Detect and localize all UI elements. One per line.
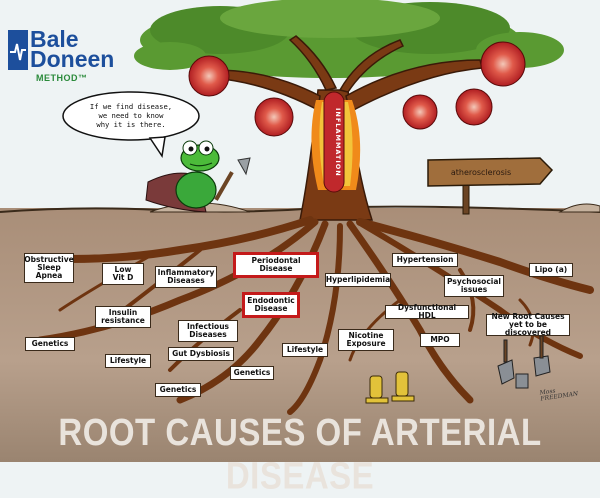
tree-roots: [26, 216, 594, 415]
root-label-genetics-middle: Genetics: [230, 366, 274, 380]
root-label-gut-dysbiosis: Gut Dysbiosis: [168, 347, 234, 361]
root-label-insulin-resistance: Insulin resistance: [95, 306, 151, 328]
logo-line-1: Bale: [30, 26, 79, 52]
root-label-infectious-diseases: Infectious Diseases: [178, 320, 238, 342]
bale-doneen-logo: Bale Doneen METHOD™: [8, 26, 138, 86]
page-title: ROOT CAUSES OF ARTERIAL DISEASE: [58, 410, 542, 497]
microscope-icons: [365, 371, 415, 404]
root-label-lifestyle-right: Lifestyle: [282, 343, 328, 357]
logo-line-3: METHOD™: [36, 73, 88, 83]
root-label-mpo: MPO: [420, 333, 460, 347]
frog-character: [145, 140, 251, 213]
root-label-dysfunctional-hdl: Dysfunctional HDL: [385, 304, 469, 319]
root-label-endodontic-disease: Endodontic Disease: [242, 292, 300, 318]
atherosclerosis-sign: [427, 157, 554, 215]
root-label-nicotine-exposure: Nicotine Exposure: [338, 329, 394, 351]
root-label-obstructive-sleep-apnea: Obstructive Sleep Apnea: [24, 253, 74, 283]
speech-bubble-shape: [62, 91, 200, 159]
ground-line: [0, 205, 600, 213]
root-label-lipo-a: Lipo (a): [529, 263, 573, 277]
dirt-pile-right: [558, 203, 600, 213]
logo-line-2: Doneen: [30, 46, 115, 72]
tree-canopy: [134, 0, 564, 78]
atherosclerosis-label: atherosclerosis: [450, 168, 512, 177]
heartbeat-icon: [8, 30, 28, 70]
root-label-periodontal-disease: Periodontal Disease: [233, 252, 319, 278]
blood-cells: [188, 41, 526, 137]
root-label-new-root-causes: New Root Causes yet to be discovered: [486, 313, 570, 336]
root-label-psychosocial-issues: Psychosocial issues: [444, 275, 504, 297]
root-label-lifestyle-left: Lifestyle: [105, 354, 151, 368]
inflamed-artery: [311, 91, 361, 193]
root-label-genetics-left: Genetics: [25, 337, 75, 351]
root-label-hypertension: Hypertension: [392, 253, 458, 267]
shovel-icons: [497, 335, 551, 389]
root-label-low-vit-d: Low Vit D: [102, 263, 144, 285]
root-label-inflammatory-diseases: Inflammatory Diseases: [155, 266, 217, 288]
root-label-genetics-bottom: Genetics: [155, 383, 201, 397]
speech-bubble-text: If we find disease, we need to know why …: [89, 102, 173, 129]
inflammation-label: INFLAMMATION: [334, 107, 342, 177]
root-label-hyperlipidemia: Hyperlipidemia: [325, 273, 391, 287]
